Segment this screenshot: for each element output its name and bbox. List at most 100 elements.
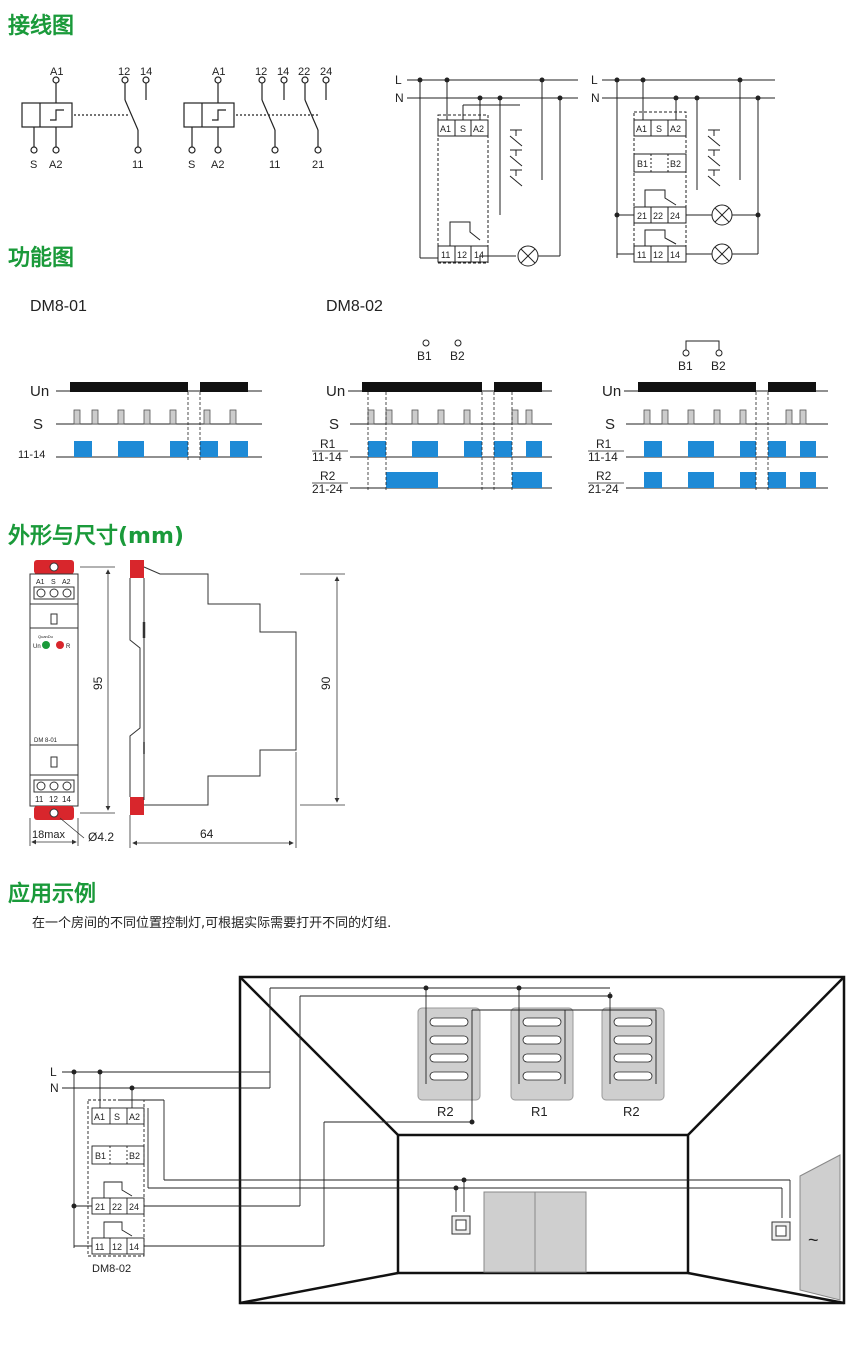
side-door bbox=[799, 1154, 841, 1301]
timing-diagram-2 bbox=[348, 339, 552, 492]
c1-12: 12 bbox=[457, 250, 467, 260]
term-a2: A2 bbox=[49, 159, 62, 171]
dim-18max: 18max bbox=[32, 829, 66, 841]
term-14-2: 14 bbox=[277, 66, 289, 78]
section-title-application: 应用示例 bbox=[8, 882, 97, 907]
app-s: S bbox=[114, 1112, 120, 1122]
term-s-2: S bbox=[188, 159, 195, 171]
t3-1114: 11-14 bbox=[588, 450, 618, 464]
front-a1: A1 bbox=[36, 579, 45, 586]
c2-24: 24 bbox=[670, 211, 680, 221]
t3-r1: R1 bbox=[596, 437, 612, 451]
term-21-2: 21 bbox=[312, 159, 324, 171]
t3-b1: B1 bbox=[678, 359, 693, 373]
term-s: S bbox=[30, 159, 37, 171]
section-title-function: 功能图 bbox=[8, 246, 75, 271]
t3-r2: R2 bbox=[596, 469, 612, 483]
t2-2124: 21-24 bbox=[312, 482, 343, 496]
app-12: 12 bbox=[112, 1242, 122, 1252]
room-illustration bbox=[238, 975, 846, 1305]
dim-90: 90 bbox=[319, 676, 333, 690]
t1-un: Un bbox=[30, 383, 49, 400]
led-un-label: Un bbox=[33, 644, 41, 650]
dim-64: 64 bbox=[200, 827, 214, 841]
wiring-diagram-dm801 bbox=[21, 76, 150, 154]
ac-symbol: ~ bbox=[808, 1230, 819, 1250]
term-12-2: 12 bbox=[255, 66, 267, 78]
side-view bbox=[129, 560, 345, 848]
front-view bbox=[29, 560, 79, 820]
t2-b2: B2 bbox=[450, 349, 465, 363]
t2-1114: 11-14 bbox=[312, 450, 342, 464]
t2-r1: R1 bbox=[320, 437, 336, 451]
term-a2-2: A2 bbox=[211, 159, 224, 171]
model-label-dm802: DM8-02 bbox=[326, 298, 383, 315]
c1-a2: A2 bbox=[473, 124, 484, 134]
app-line-n: N bbox=[50, 1081, 59, 1095]
front-14: 14 bbox=[62, 795, 71, 804]
c1-11: 11 bbox=[441, 250, 450, 260]
c2-s: S bbox=[656, 124, 662, 134]
front-a2: A2 bbox=[62, 579, 71, 586]
c2-22: 22 bbox=[653, 211, 663, 221]
t3-s: S bbox=[605, 416, 615, 433]
c1-14: 14 bbox=[474, 250, 484, 260]
app-b1: B1 bbox=[95, 1151, 106, 1161]
term-11: 11 bbox=[132, 159, 143, 171]
term-22-2: 22 bbox=[298, 66, 310, 78]
c1-s: S bbox=[460, 124, 466, 134]
lamp-label-r1: R1 bbox=[531, 1104, 548, 1119]
t1-s: S bbox=[33, 416, 43, 433]
dim-95: 95 bbox=[91, 676, 105, 690]
lamp-label-r2-right: R2 bbox=[623, 1104, 640, 1119]
section-title-dimensions: 外形与尺寸(mm) bbox=[8, 524, 184, 549]
term-a1: A1 bbox=[50, 66, 63, 78]
app-a1: A1 bbox=[94, 1112, 105, 1122]
circuit-diagram-1 bbox=[407, 79, 578, 267]
led-un bbox=[42, 641, 50, 649]
t2-r2: R2 bbox=[320, 469, 336, 483]
c2-21: 21 bbox=[637, 211, 647, 221]
front-s: S bbox=[51, 579, 56, 586]
line-n-1: N bbox=[395, 91, 404, 105]
application-device bbox=[62, 1071, 324, 1257]
t2-b1: B1 bbox=[417, 349, 432, 363]
line-l-1: L bbox=[395, 73, 402, 87]
application-note: 在一个房间的不同位置控制灯,可根据实际需要打开不同的灯组. bbox=[32, 916, 392, 931]
t1-1114: 11-14 bbox=[18, 449, 45, 461]
led-r-label: R bbox=[66, 644, 71, 650]
term-11-2: 11 bbox=[269, 159, 280, 171]
c2-b2: B2 bbox=[670, 159, 681, 169]
c2-a2: A2 bbox=[670, 124, 681, 134]
app-14: 14 bbox=[129, 1242, 139, 1252]
term-12: 12 bbox=[118, 66, 130, 78]
dim-hole: Ø4.2 bbox=[88, 830, 114, 844]
front-12: 12 bbox=[49, 795, 58, 804]
term-14: 14 bbox=[140, 66, 152, 78]
c1-a1: A1 bbox=[440, 124, 451, 134]
lamp-label-r2-left: R2 bbox=[437, 1104, 454, 1119]
t3-2124: 21-24 bbox=[588, 482, 619, 496]
led-r bbox=[56, 641, 64, 649]
t2-s: S bbox=[329, 416, 339, 433]
front-model-label: DM 8-01 bbox=[34, 738, 58, 744]
timing-diagram-3 bbox=[624, 340, 828, 492]
c2-12: 12 bbox=[653, 250, 663, 260]
c2-14: 14 bbox=[670, 250, 680, 260]
c2-b1: B1 bbox=[637, 159, 648, 169]
app-11: 11 bbox=[95, 1242, 104, 1252]
term-a1-2: A1 bbox=[212, 66, 225, 78]
term-24-2: 24 bbox=[320, 66, 332, 78]
wiring-diagram-dm802 bbox=[183, 76, 330, 154]
line-l-2: L bbox=[591, 73, 598, 87]
line-n-2: N bbox=[591, 91, 600, 105]
brand-label: QuanDu bbox=[38, 634, 53, 639]
t2-un: Un bbox=[326, 383, 345, 400]
app-b2: B2 bbox=[129, 1151, 140, 1161]
app-device-label: DM8-02 bbox=[92, 1263, 131, 1275]
model-label-dm801: DM8-01 bbox=[30, 298, 87, 315]
app-21: 21 bbox=[95, 1202, 105, 1212]
timing-diagram-1 bbox=[56, 382, 262, 462]
app-a2: A2 bbox=[129, 1112, 140, 1122]
